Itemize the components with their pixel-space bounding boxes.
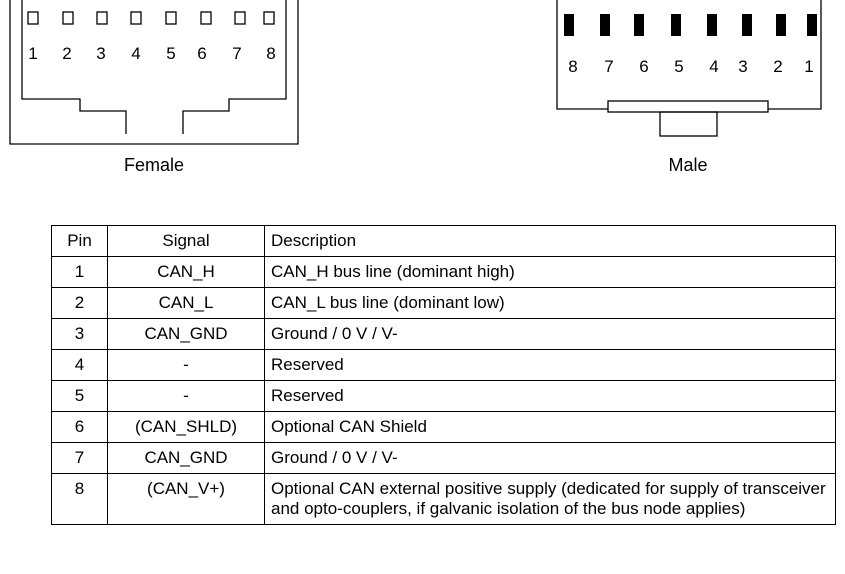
female-contact-2 xyxy=(62,11,74,25)
male-contact-3 xyxy=(742,14,752,36)
male-contact-8 xyxy=(564,14,574,36)
female-connector xyxy=(9,0,299,145)
female-inner-cavity xyxy=(21,0,127,134)
cell-signal: (CAN_V+) xyxy=(107,473,265,525)
cell-description: Ground / 0 V / V- xyxy=(264,318,836,350)
female-contact-3 xyxy=(96,11,108,25)
male-connector xyxy=(556,0,822,137)
female-contact-1 xyxy=(27,11,39,25)
female-pin-label: 4 xyxy=(131,44,140,63)
male-contact-5 xyxy=(671,14,681,36)
cell-description: Reserved xyxy=(264,349,836,381)
cell-description: CAN_H bus line (dominant high) xyxy=(264,256,836,288)
female-pin-label: 5 xyxy=(166,44,175,63)
cell-signal: CAN_L xyxy=(107,287,265,319)
table-row: 7 CAN_GND Ground / 0 V / V- xyxy=(51,442,836,474)
male-pin-label: 5 xyxy=(674,57,683,76)
male-latch-base xyxy=(607,100,769,113)
cell-pin: 4 xyxy=(51,349,108,381)
male-caption: Male xyxy=(668,155,707,175)
female-pin-labels: 1 2 3 4 5 6 7 8 xyxy=(28,44,275,63)
pinout-table: Pin Signal Description 1 CAN_H CAN_H bus… xyxy=(51,225,836,525)
cell-signal: - xyxy=(107,380,265,412)
male-pin-label: 3 xyxy=(738,57,747,76)
male-pin-label: 1 xyxy=(804,57,813,76)
male-contact-7 xyxy=(600,14,610,36)
cell-pin: 6 xyxy=(51,411,108,443)
female-contact-8 xyxy=(263,11,275,25)
male-pin-label: 8 xyxy=(568,57,577,76)
table-row: 1 CAN_H CAN_H bus line (dominant high) xyxy=(51,256,836,288)
male-pin-labels: 8 7 6 5 4 3 2 1 xyxy=(568,57,813,76)
female-pin-label: 3 xyxy=(96,44,105,63)
table-header-row: Pin Signal Description xyxy=(51,225,836,257)
table-row: 8 (CAN_V+) Optional CAN external positiv… xyxy=(51,473,836,525)
cell-pin: 1 xyxy=(51,256,108,288)
female-contact-4 xyxy=(130,11,142,25)
cell-signal: - xyxy=(107,349,265,381)
male-pin-label: 7 xyxy=(604,57,613,76)
cell-signal: (CAN_SHLD) xyxy=(107,411,265,443)
cell-pin: 8 xyxy=(51,473,108,525)
cell-description: Reserved xyxy=(264,380,836,412)
female-pin-label: 1 xyxy=(28,44,37,63)
cell-pin: 3 xyxy=(51,318,108,350)
female-pin-label: 2 xyxy=(62,44,71,63)
female-inner-cavity-right xyxy=(182,0,287,134)
male-contact-4 xyxy=(707,14,717,36)
cell-description: CAN_L bus line (dominant low) xyxy=(264,287,836,319)
connector-diagram: 1 2 3 4 5 6 7 8 Female 8 7 6 5 4 3 2 1 M… xyxy=(9,0,822,175)
female-caption: Female xyxy=(124,155,184,175)
male-contact-6 xyxy=(634,14,644,36)
table-row: 6 (CAN_SHLD) Optional CAN Shield xyxy=(51,411,836,443)
header-description: Description xyxy=(264,225,836,257)
cell-pin: 2 xyxy=(51,287,108,319)
female-pin-label: 6 xyxy=(197,44,206,63)
male-pin-label: 6 xyxy=(639,57,648,76)
cell-signal: CAN_GND xyxy=(107,442,265,474)
male-pin-label: 4 xyxy=(709,57,718,76)
cell-pin: 7 xyxy=(51,442,108,474)
cell-signal: CAN_GND xyxy=(107,318,265,350)
cell-description: Optional CAN Shield xyxy=(264,411,836,443)
male-contact-2 xyxy=(776,14,786,36)
header-pin: Pin xyxy=(51,225,108,257)
table-row: 3 CAN_GND Ground / 0 V / V- xyxy=(51,318,836,350)
header-signal: Signal xyxy=(107,225,265,257)
cell-description: Optional CAN external positive supply (d… xyxy=(264,473,836,525)
male-contact-1 xyxy=(807,14,817,36)
female-contact-7 xyxy=(234,11,246,25)
female-contact-5 xyxy=(165,11,177,25)
table-row: 5 - Reserved xyxy=(51,380,836,412)
male-pin-label: 2 xyxy=(773,57,782,76)
male-outer-body xyxy=(556,0,822,110)
female-outer-body xyxy=(9,0,299,145)
cell-description: Ground / 0 V / V- xyxy=(264,442,836,474)
table-row: 4 - Reserved xyxy=(51,349,836,381)
female-pin-label: 7 xyxy=(232,44,241,63)
table-row: 2 CAN_L CAN_L bus line (dominant low) xyxy=(51,287,836,319)
male-latch-tab xyxy=(659,111,718,137)
female-contact-6 xyxy=(200,11,212,25)
female-pin-label: 8 xyxy=(266,44,275,63)
cell-signal: CAN_H xyxy=(107,256,265,288)
cell-pin: 5 xyxy=(51,380,108,412)
male-contacts xyxy=(564,14,817,36)
